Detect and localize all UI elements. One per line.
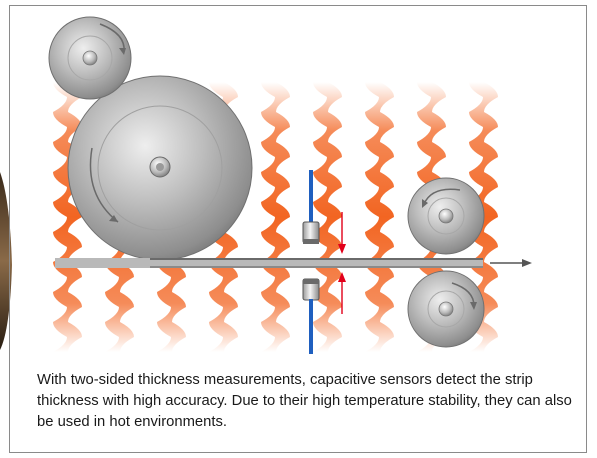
heat-wave bbox=[261, 82, 290, 352]
sensor-rod bbox=[309, 299, 313, 354]
sensor-top bbox=[302, 170, 320, 244]
sensor-rod bbox=[309, 170, 313, 224]
sensor-bottom bbox=[302, 278, 320, 354]
curved-arrow-icon bbox=[89, 147, 119, 223]
heat-wave bbox=[313, 82, 342, 352]
heat-wave bbox=[365, 82, 394, 352]
red-arrow-icon bbox=[338, 272, 346, 314]
curved-arrow-icon bbox=[423, 188, 461, 205]
caption-text: With two-sided thickness measurements, c… bbox=[37, 372, 572, 430]
red-arrow-icon bbox=[338, 212, 346, 254]
coil-edge bbox=[0, 172, 12, 350]
arrow-right-icon bbox=[490, 259, 532, 267]
heat-wave bbox=[53, 82, 82, 352]
right-roller-bottom bbox=[407, 270, 485, 348]
small-roller-top bbox=[48, 16, 132, 100]
large-roller bbox=[67, 75, 253, 261]
right-roller-top bbox=[407, 177, 485, 255]
metal-strip bbox=[55, 258, 483, 268]
